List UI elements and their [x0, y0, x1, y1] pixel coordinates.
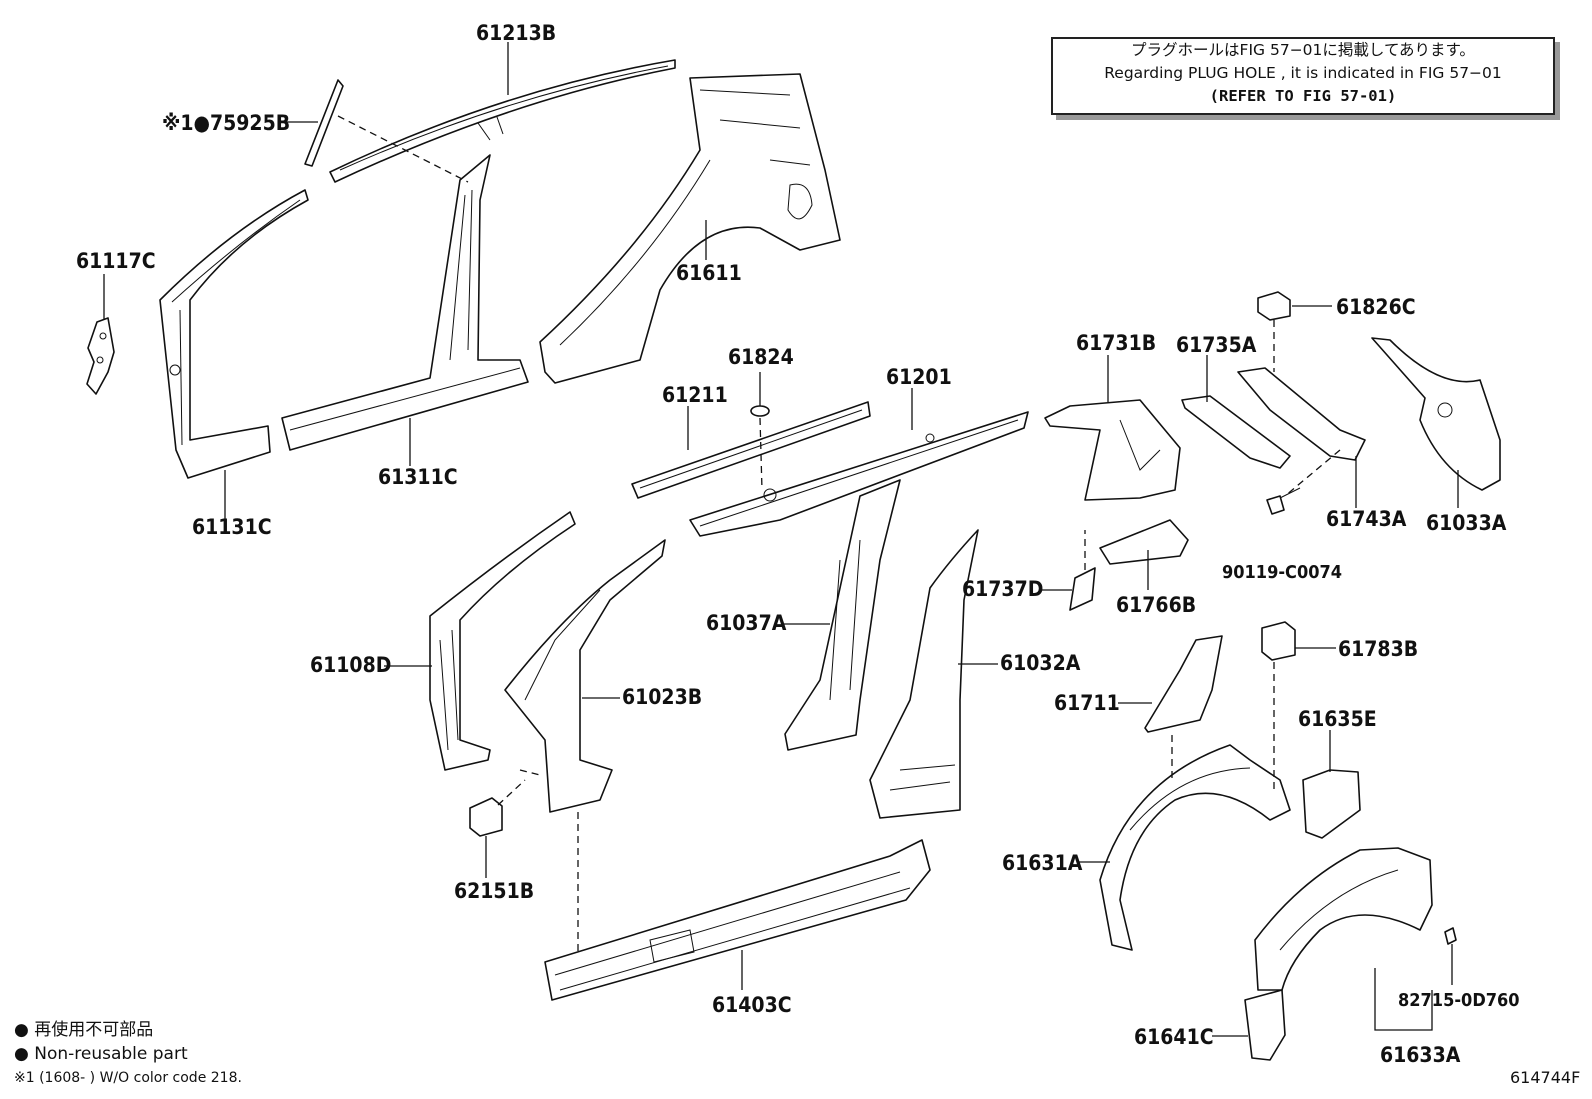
- label-61826C: 61826C: [1336, 295, 1416, 319]
- part-61783B-shape: [1261, 621, 1296, 661]
- label-61641C: 61641C: [1134, 1025, 1214, 1049]
- part-61311C-shape: [281, 154, 529, 451]
- note-reference: (REFER TO FIG 57-01): [1209, 87, 1397, 105]
- label-62151B: 62151B: [454, 879, 534, 903]
- label-61131C: 61131C: [192, 515, 272, 539]
- legend: ● 再使用不可部品 ● Non-reusable part ※1 (1608- …: [14, 1018, 242, 1090]
- label-61023B: 61023B: [622, 685, 702, 709]
- part-61635E-shape: [1302, 769, 1361, 839]
- label-61033A: 61033A: [1426, 511, 1507, 535]
- label-90119: 90119-C0074: [1222, 562, 1342, 583]
- leader-lines: [103, 42, 1459, 1037]
- label-61311C: 61311C: [378, 465, 458, 489]
- part-61631A-shape: [1099, 744, 1291, 951]
- part-75925B-shape: [304, 79, 344, 167]
- legend-japanese: ● 再使用不可部品: [14, 1020, 154, 1040]
- legend-non-reusable: ● Non-reusable part: [14, 1044, 188, 1064]
- part-61213B-shape: [329, 59, 676, 183]
- part-61731B-shape: [1044, 399, 1181, 501]
- part-61766B-shape: [1099, 519, 1189, 565]
- label-75925B: ※1●75925B: [162, 111, 290, 135]
- part-61037A-shape: [784, 479, 901, 751]
- part-61211-shape: [631, 401, 871, 499]
- figure-id: 614744F: [1510, 1068, 1581, 1087]
- label-61737D: 61737D: [962, 577, 1043, 601]
- part-61737D-shape: [1069, 567, 1096, 611]
- part-61032A-shape: [869, 529, 979, 819]
- label-61711: 61711: [1054, 691, 1120, 715]
- label-61743A: 61743A: [1326, 507, 1407, 531]
- part-61824-shape: [750, 405, 770, 417]
- part-61131C-shape: [159, 189, 309, 479]
- label-61211: 61211: [662, 383, 728, 407]
- legend-footnote: ※1 (1608- ) W/O color code 218.: [14, 1070, 242, 1086]
- label-61108D: 61108D: [310, 653, 391, 677]
- label-61633A: 61633A: [1380, 1043, 1461, 1067]
- part-61201-shape: [689, 411, 1029, 537]
- part-61117C-shape: [86, 317, 115, 395]
- note-english: Regarding PLUG HOLE , it is indicated in…: [1104, 64, 1502, 82]
- label-61403C: 61403C: [712, 993, 792, 1017]
- part-61711-shape: [1144, 635, 1223, 733]
- label-61731B: 61731B: [1076, 331, 1156, 355]
- part-61033A-shape: [1371, 337, 1501, 491]
- plug-hole-note: プラグホールはFIG 57−01に掲載してあります。 Regarding PLU…: [1051, 37, 1555, 115]
- label-61611: 61611: [676, 261, 742, 285]
- part-61108D-shape: [429, 511, 576, 771]
- label-61117C: 61117C: [76, 249, 156, 273]
- label-61824: 61824: [728, 345, 794, 369]
- label-61766B: 61766B: [1116, 593, 1196, 617]
- part-61633A-shape: [1254, 847, 1433, 991]
- label-61201: 61201: [886, 365, 952, 389]
- part-90119-shape: [1266, 487, 1301, 515]
- label-61783B: 61783B: [1338, 637, 1418, 661]
- label-61635E: 61635E: [1298, 707, 1377, 731]
- part-61611-shape: [539, 73, 841, 384]
- part-62151B-shape: [469, 797, 503, 837]
- label-61735A: 61735A: [1176, 333, 1257, 357]
- part-61403C-shape: [544, 839, 931, 1001]
- label-61032A: 61032A: [1000, 651, 1081, 675]
- label-61213B: 61213B: [476, 21, 556, 45]
- part-61826C-shape: [1257, 291, 1291, 321]
- part-61641C-shape: [1244, 989, 1286, 1061]
- part-61735A-shape: [1181, 395, 1291, 469]
- label-82715: 82715-0D760: [1398, 990, 1520, 1011]
- label-61631A: 61631A: [1002, 851, 1083, 875]
- part-82715-shape: [1444, 927, 1457, 945]
- note-japanese: プラグホールはFIG 57−01に掲載してあります。: [1131, 41, 1475, 59]
- part-61743A-shape: [1237, 367, 1366, 461]
- label-61037A: 61037A: [706, 611, 787, 635]
- part-61023B-shape: [504, 539, 666, 813]
